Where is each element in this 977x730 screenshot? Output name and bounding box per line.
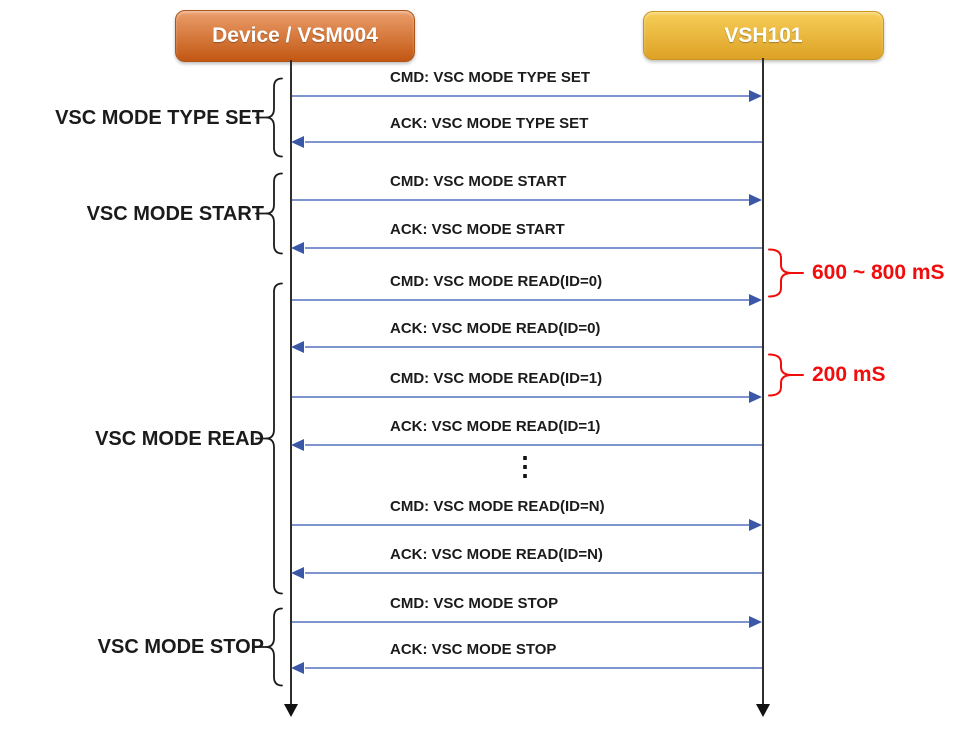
message-label: ACK: VSC MODE TYPE SET [390, 115, 589, 132]
message-arrow-line [292, 524, 749, 526]
message-arrow-line [305, 247, 762, 249]
curly-brace-left-icon [255, 607, 283, 687]
message-label: ACK: VSC MODE START [390, 221, 565, 238]
lifeline-down-arrow-icon [756, 704, 770, 717]
arrowhead-right-icon [749, 391, 762, 403]
message-label: ACK: VSC MODE STOP [390, 641, 557, 658]
message-arrow-line [292, 199, 749, 201]
curly-brace-right-icon [768, 248, 804, 298]
message-label: CMD: VSC MODE STOP [390, 595, 559, 612]
message-arrow-line [292, 396, 749, 398]
message-label: ACK: VSC MODE READ(ID=0) [390, 320, 601, 337]
message-arrow-line [292, 299, 749, 301]
arrowhead-left-icon [291, 136, 304, 148]
curly-brace-left-icon [255, 172, 283, 255]
message-arrow-line [305, 141, 762, 143]
lifeline-vsh101 [762, 58, 764, 708]
arrowhead-right-icon [749, 519, 762, 531]
lifeline-down-arrow-icon [284, 704, 298, 717]
arrowhead-right-icon [749, 616, 762, 628]
message-arrow-line [292, 95, 749, 97]
ellipsis-dots: ⋮ [512, 451, 538, 481]
arrowhead-right-icon [749, 90, 762, 102]
message-arrow-line [305, 572, 762, 574]
actor-label-host: VSH101 [724, 23, 803, 47]
curly-brace-left-icon [255, 282, 283, 595]
arrowhead-left-icon [291, 662, 304, 674]
timing-label: 200 mS [812, 363, 886, 386]
timing-label: 600 ~ 800 mS [812, 261, 945, 284]
section-label: VSC MODE READ [95, 427, 264, 450]
message-label: CMD: VSC MODE TYPE SET [390, 69, 591, 86]
arrowhead-left-icon [291, 242, 304, 254]
message-arrow-line [305, 346, 762, 348]
message-label: ACK: VSC MODE READ(ID=1) [390, 418, 601, 435]
message-label: CMD: VSC MODE READ(ID=0) [390, 273, 603, 290]
message-label: CMD: VSC MODE READ(ID=1) [390, 370, 603, 387]
message-label: ACK: VSC MODE READ(ID=N) [390, 546, 603, 563]
section-label: VSC MODE TYPE SET [55, 106, 264, 129]
message-label: CMD: VSC MODE READ(ID=N) [390, 498, 605, 515]
section-label: VSC MODE STOP [97, 636, 264, 658]
arrowhead-right-icon [749, 294, 762, 306]
section-label: VSC MODE START [86, 202, 264, 225]
arrowhead-left-icon [291, 567, 304, 579]
actor-box-device-vsm004: Device / VSM004 [175, 10, 415, 62]
arrowhead-left-icon [291, 341, 304, 353]
actor-box-vsh101: VSH101 [643, 11, 884, 60]
message-label: CMD: VSC MODE START [390, 173, 567, 190]
message-arrow-line [292, 621, 749, 623]
curly-brace-left-icon [255, 77, 283, 158]
arrowhead-left-icon [291, 439, 304, 451]
lifeline-device [290, 60, 292, 708]
message-arrow-line [305, 444, 762, 446]
arrowhead-right-icon [749, 194, 762, 206]
curly-brace-right-icon [768, 353, 804, 397]
actor-label-device: Device / VSM004 [212, 24, 378, 47]
message-arrow-line [305, 667, 762, 669]
